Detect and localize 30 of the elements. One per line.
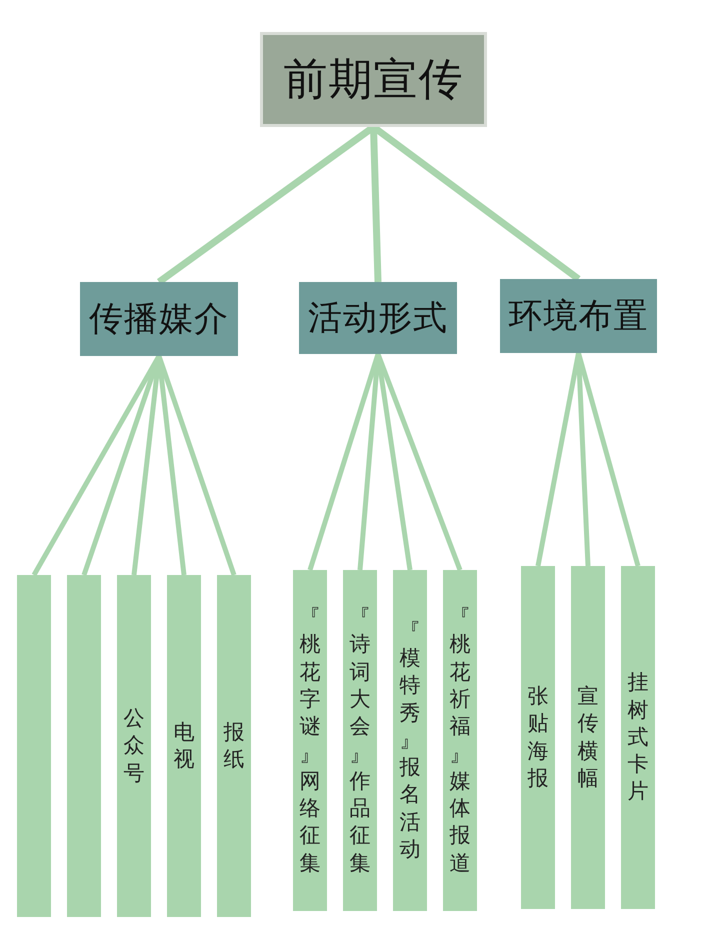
bar-label: 张贴海报: [528, 682, 548, 792]
leaf-bar: [293, 570, 327, 911]
leaf-bar: [443, 570, 477, 911]
leaf-bar: [217, 575, 251, 917]
bar-label: 公众号: [124, 705, 144, 787]
category-box: [299, 282, 457, 354]
box-title: 传播媒介: [89, 298, 229, 341]
bar-label: 『桃花祈福』媒体报道: [450, 604, 470, 877]
bar-label: 『诗词大会』作品征集: [350, 604, 370, 877]
leaf-bar: [343, 570, 377, 911]
bar-label: 『模特秀』报名活动: [400, 618, 420, 864]
category-box: [80, 282, 238, 356]
leaf-bar: [621, 566, 655, 909]
root-box: [260, 32, 487, 127]
leaf-bar: [393, 570, 427, 911]
leaf-bar: [17, 575, 51, 917]
box-title: 前期宣传: [284, 53, 464, 107]
leaf-bar: [67, 575, 101, 917]
bar-label: 挂树式卡片: [628, 669, 648, 806]
bar-label: 宣传横幅: [578, 682, 598, 792]
leaf-bar: [167, 575, 201, 917]
bar-label: 报纸: [224, 718, 244, 773]
leaf-bar: [117, 575, 151, 917]
category-box: [500, 279, 657, 353]
box-title: 活动形式: [308, 297, 448, 340]
bar-label: 电视: [174, 718, 194, 773]
box-title: 环境布置: [508, 295, 648, 338]
bar-label: 『桃花字谜』网络征集: [300, 604, 320, 877]
leaf-bar: [521, 566, 555, 909]
leaf-bar: [571, 566, 605, 909]
